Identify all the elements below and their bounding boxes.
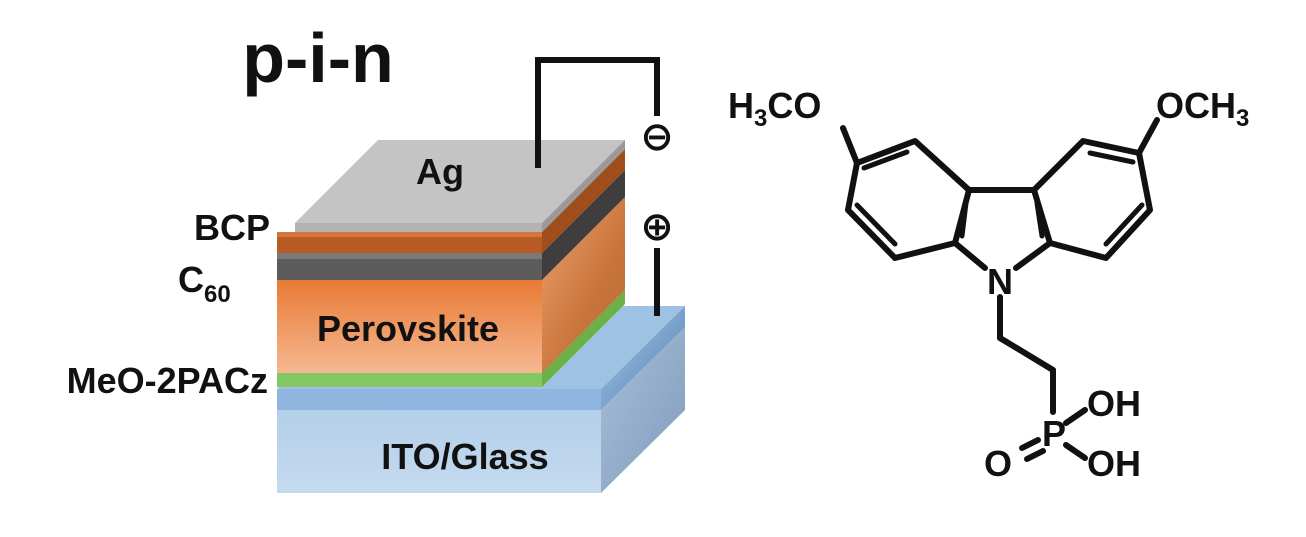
- sam-layer: [277, 290, 625, 387]
- oxo-label: O: [984, 443, 1012, 484]
- phosphorus-label: P: [1042, 413, 1066, 454]
- label-ag: Ag: [416, 151, 464, 192]
- c60-layer: [277, 170, 625, 280]
- external-circuit-wire: [535, 57, 660, 168]
- diagram-title: p-i-n: [242, 19, 394, 97]
- label-sam: MeO-2PACz: [67, 360, 268, 401]
- nitrogen-label: N: [987, 261, 1013, 302]
- device-stack: ⊖ ⊕ Ag BCP C60 Perovskite MeO-2PACz ITO/…: [67, 57, 685, 493]
- negative-terminal-icon: ⊖: [640, 115, 674, 159]
- label-c60-base: C: [178, 259, 204, 300]
- molecule-atom-labels: H3CO OCH3 N P O OH OH: [728, 85, 1249, 484]
- positive-terminal-icon: ⊕: [640, 205, 674, 249]
- right-methoxy-sub3: 3: [1236, 105, 1249, 132]
- label-perovskite: Perovskite: [317, 308, 499, 349]
- label-c60-sub: 60: [204, 281, 231, 308]
- left-methoxy-h: H: [728, 85, 754, 126]
- glass-layer: [277, 327, 685, 493]
- bcp-layer: [277, 149, 625, 253]
- right-methoxy-och: OCH: [1156, 85, 1236, 126]
- hydroxyl-1-label: OH: [1087, 383, 1141, 424]
- left-methoxy-sub3: 3: [754, 105, 767, 132]
- right-methoxy-label: OCH3: [1156, 85, 1249, 132]
- label-ito-glass: ITO/Glass: [381, 436, 548, 477]
- perovskite-layer: [277, 197, 625, 373]
- left-methoxy-co: CO: [767, 85, 821, 126]
- label-c60: C60: [178, 259, 231, 308]
- label-bcp: BCP: [194, 207, 270, 248]
- meo-2pacz-structure: [840, 117, 1160, 462]
- hydroxyl-2-label: OH: [1087, 443, 1141, 484]
- left-methoxy-label: H3CO: [728, 85, 821, 132]
- ag-layer: [295, 140, 625, 232]
- left-benzene-ring: [845, 138, 972, 261]
